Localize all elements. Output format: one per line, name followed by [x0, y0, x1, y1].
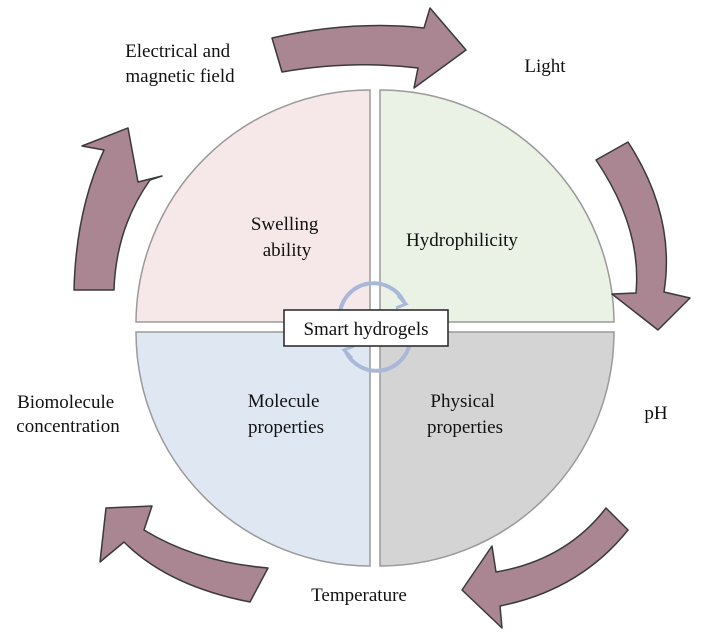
quadrant-label-hydrophilicity: Hydrophilicity	[406, 230, 518, 251]
quadrant-physical-properties	[379, 331, 615, 567]
quadrant-label-molecule: Molecule properties	[248, 391, 325, 438]
arrow-bottom-left	[99, 505, 269, 603]
stimulus-arrows	[73, 7, 691, 629]
quadrant-label-physical: Physical properties	[427, 391, 503, 438]
stimulus-temperature: Temperature	[311, 585, 407, 606]
arrow-top	[271, 7, 467, 89]
quadrant-molecule-properties	[135, 331, 371, 567]
center-label: Smart hydrogels	[303, 319, 428, 340]
stimulus-electrical-magnetic: Electrical and magnetic field	[125, 41, 235, 87]
center-label-box	[283, 309, 449, 347]
cycle-swirl-icon	[338, 281, 412, 373]
arrow-right-lower	[461, 507, 629, 629]
quadrant-circle	[135, 89, 615, 567]
quadrant-swelling-ability	[135, 89, 371, 323]
quadrant-label-swelling: Swelling ability	[251, 214, 323, 261]
quadrant-hydrophilicity	[379, 89, 615, 323]
stimulus-ph: pH	[644, 403, 668, 424]
arrow-right-upper	[595, 141, 691, 331]
stimulus-light: Light	[524, 56, 566, 77]
stimulus-biomolecule: Biomolecule concentration	[16, 392, 120, 437]
arrow-left	[73, 127, 163, 291]
